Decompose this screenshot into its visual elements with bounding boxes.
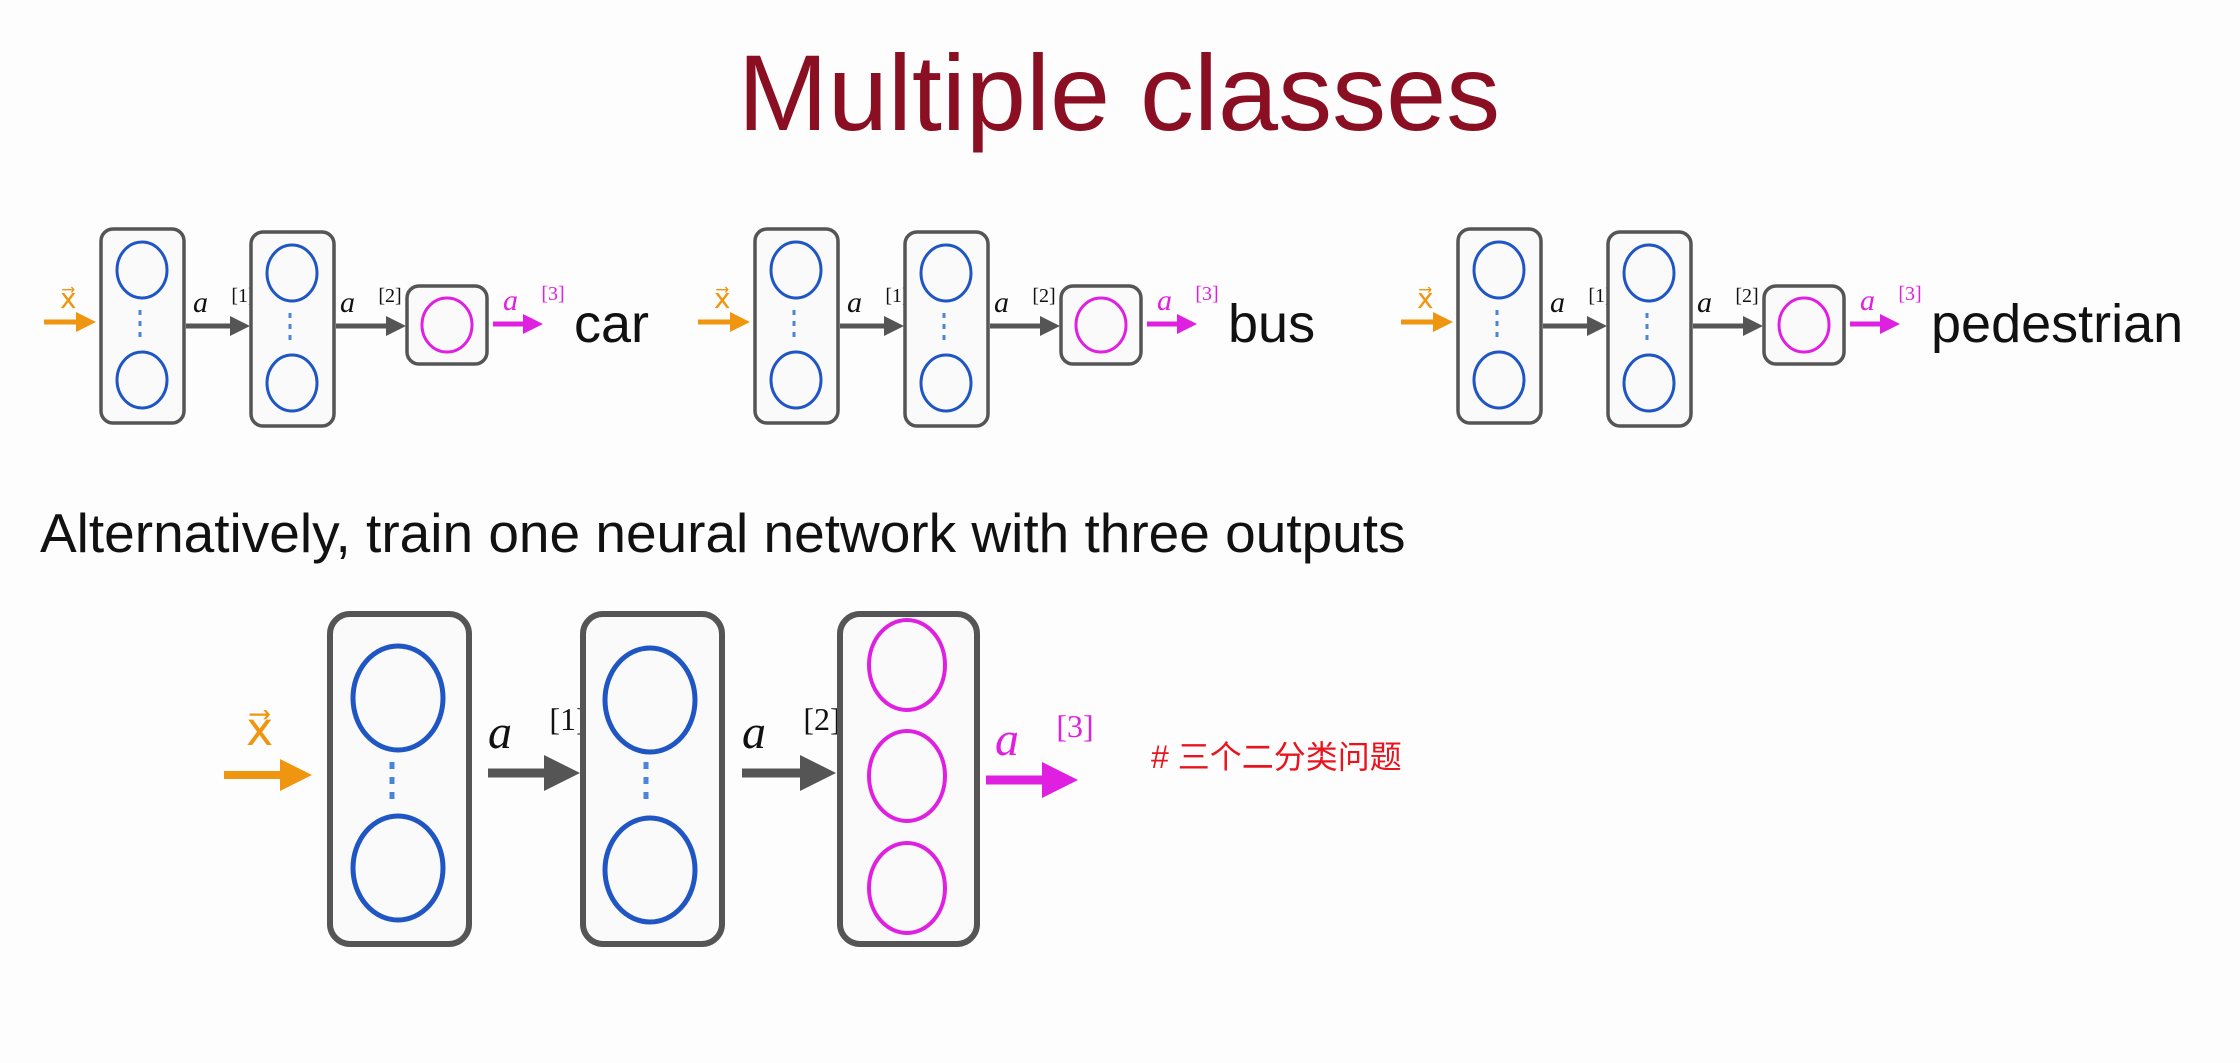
input-label: x⃗ xyxy=(714,283,731,314)
output-neuron xyxy=(420,296,474,354)
label-base: a⃗ xyxy=(193,286,231,319)
small-network-3: x⃗a⃗[1]a⃗[2]a⃗[3]pedestrian xyxy=(1401,227,2183,428)
hidden-layer-1 xyxy=(1456,227,1543,425)
neuron xyxy=(115,350,169,410)
label-superscript: [1] xyxy=(231,285,254,307)
hidden-layer-2 xyxy=(1606,230,1693,428)
label-base: a⃗ xyxy=(1860,284,1898,317)
a1-label: a⃗[1] xyxy=(1550,285,1612,319)
a2-label: a⃗[2] xyxy=(1697,285,1759,319)
neuron xyxy=(265,353,319,413)
combined-network: x⃗ a⃗[1] a⃗[2] a⃗[3] xyxy=(224,611,1094,947)
neuron xyxy=(602,815,698,925)
hidden-layer-2 xyxy=(903,230,990,428)
output-layer xyxy=(837,611,980,947)
hidden-layer-2 xyxy=(580,611,725,947)
label-base: a⃗ xyxy=(503,284,541,317)
label-base: a⃗ xyxy=(1697,286,1735,319)
a2-label: a⃗[2] xyxy=(994,285,1056,319)
label-superscript: [2] xyxy=(1032,285,1055,307)
output-layer xyxy=(405,284,489,366)
hidden-layer-1 xyxy=(327,611,472,947)
a1-label: a⃗[1] xyxy=(488,701,587,759)
class-label: pedestrian xyxy=(1931,294,2183,354)
input-label: x⃗ xyxy=(60,283,77,314)
label-base: a⃗ xyxy=(994,286,1032,319)
a2-label: a⃗[2] xyxy=(742,701,841,759)
class-label: car xyxy=(574,294,649,354)
neuron xyxy=(350,643,446,753)
input-label: x⃗ xyxy=(1417,283,1434,314)
a1-label: a⃗[1] xyxy=(193,285,255,319)
neuron xyxy=(1622,353,1676,413)
label-superscript: [3] xyxy=(541,283,564,305)
neuron xyxy=(1472,240,1526,300)
neuron xyxy=(769,350,823,410)
small-network-2: x⃗a⃗[1]a⃗[2]a⃗[3]bus xyxy=(698,227,1315,428)
output-neuron xyxy=(1074,296,1128,354)
label-superscript: [1] xyxy=(1588,285,1611,307)
output-layer xyxy=(1059,284,1143,366)
a2-label: a⃗[2] xyxy=(340,285,402,319)
subtitle: Alternatively, train one neural network … xyxy=(40,502,1406,564)
slide-title: Multiple classes xyxy=(738,32,1500,153)
output-neuron xyxy=(867,729,947,823)
label-superscript: [3] xyxy=(1195,283,1218,305)
neuron xyxy=(1622,243,1676,303)
neuron xyxy=(350,813,446,923)
neuron xyxy=(115,240,169,300)
label-base: a⃗ xyxy=(1550,286,1588,319)
label-superscript: [2] xyxy=(1735,285,1758,307)
label-superscript: [2] xyxy=(378,285,401,307)
neuron xyxy=(1472,350,1526,410)
output-layer xyxy=(1762,284,1846,366)
class-label: bus xyxy=(1228,294,1315,354)
label-base: a⃗ xyxy=(847,286,885,319)
hidden-layer-1 xyxy=(753,227,840,425)
neuron xyxy=(265,243,319,303)
output-neuron xyxy=(867,618,947,712)
label-base: a⃗ xyxy=(340,286,378,319)
a1-label: a⃗[1] xyxy=(847,285,909,319)
input-label: x⃗ xyxy=(246,703,273,755)
a3-label: a⃗[3] xyxy=(503,283,565,317)
output-neuron xyxy=(867,841,947,935)
label-base: a⃗ xyxy=(1157,284,1195,317)
a3-label: a⃗[3] xyxy=(995,708,1094,766)
output-neuron xyxy=(1777,296,1831,354)
hidden-layer-2 xyxy=(249,230,336,428)
hidden-layer-1 xyxy=(99,227,186,425)
neuron xyxy=(769,240,823,300)
annotation-note: # 三个二分类问题 xyxy=(1151,739,1402,775)
a3-label: a⃗[3] xyxy=(1157,283,1219,317)
neuron xyxy=(919,243,973,303)
a3-label: a⃗[3] xyxy=(1860,283,1922,317)
neuron xyxy=(602,645,698,755)
label-superscript: [1] xyxy=(885,285,908,307)
neuron xyxy=(919,353,973,413)
label-superscript: [3] xyxy=(1898,283,1921,305)
small-network-1: x⃗a⃗[1]a⃗[2]a⃗[3]car xyxy=(44,227,649,428)
